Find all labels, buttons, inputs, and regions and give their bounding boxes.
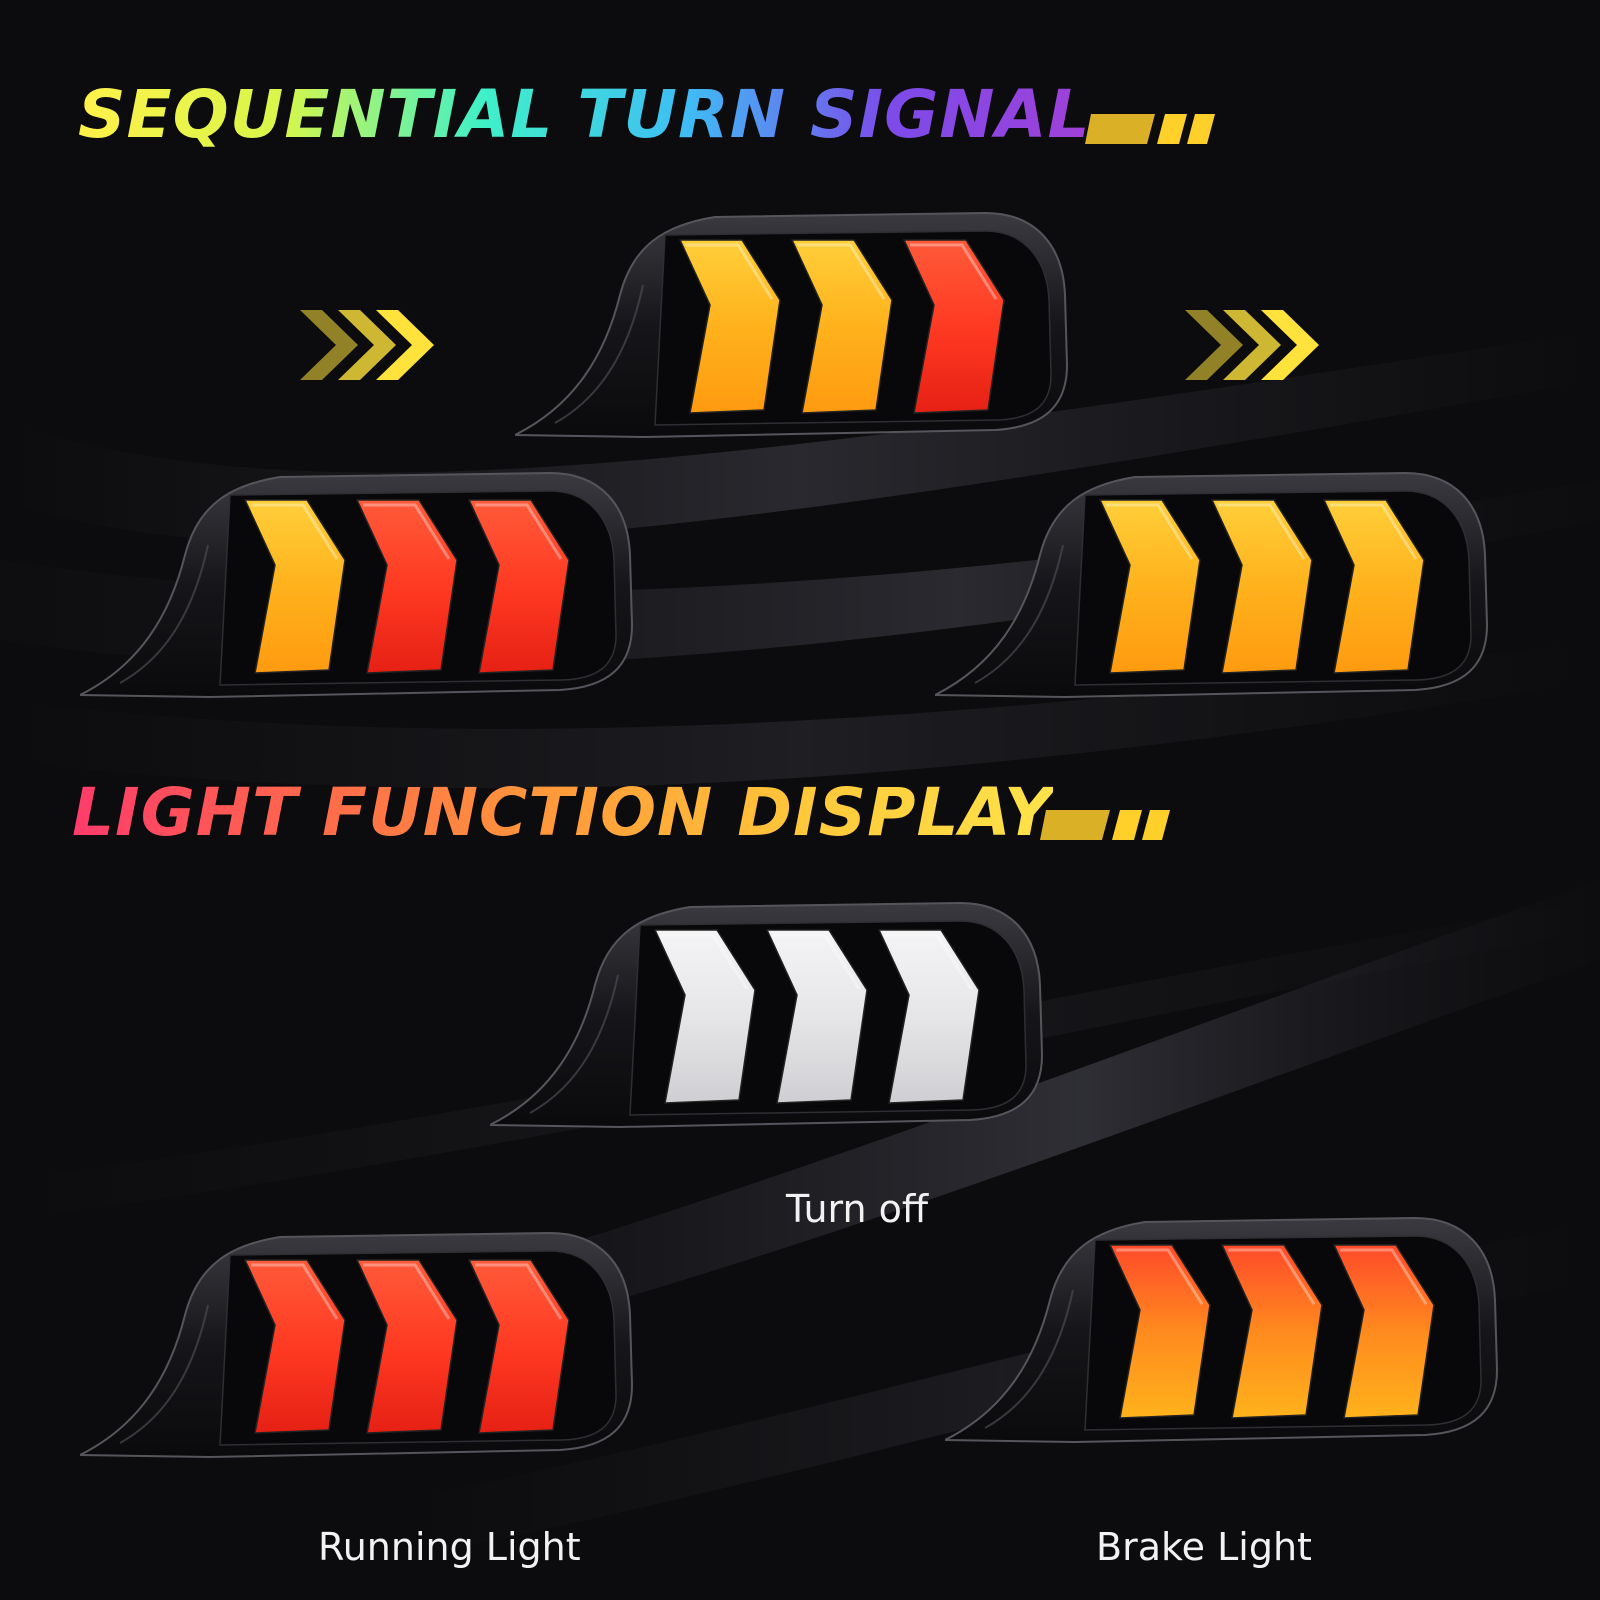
light-segment-1 xyxy=(1108,1244,1211,1419)
caption-running-light: Running Light xyxy=(318,1525,581,1569)
light-segment-1 xyxy=(243,499,346,674)
heading-sequential-turn-signal: SEQUENTIAL TURN SIGNAL xyxy=(78,76,1091,153)
light-segment-2 xyxy=(1220,1244,1323,1419)
light-segment-3 xyxy=(1332,1244,1435,1419)
light-segment-2 xyxy=(355,1259,458,1434)
tail-light-brake xyxy=(945,1216,1499,1444)
light-segment-1 xyxy=(653,929,756,1104)
heading-light-function-display: LIGHT FUNCTION DISPLAY xyxy=(72,774,1053,851)
tail-light-seq-middle xyxy=(515,211,1069,439)
light-segment-2 xyxy=(355,499,458,674)
light-segment-2 xyxy=(1210,499,1313,674)
light-segment-3 xyxy=(877,929,980,1104)
light-segment-3 xyxy=(902,239,1005,414)
light-segment-3 xyxy=(1322,499,1425,674)
tail-light-seq-left xyxy=(80,471,634,699)
caption-brake-light: Brake Light xyxy=(1096,1525,1312,1569)
light-segment-2 xyxy=(790,239,893,414)
light-segment-1 xyxy=(243,1259,346,1434)
tail-light-seq-right xyxy=(935,471,1489,699)
light-segment-1 xyxy=(678,239,781,414)
light-segment-3 xyxy=(467,499,570,674)
light-segment-3 xyxy=(467,1259,570,1434)
tail-light-running xyxy=(80,1231,634,1459)
speed-lines-icon xyxy=(1040,810,1170,840)
speed-lines-icon xyxy=(1085,114,1215,144)
caption-turn-off: Turn off xyxy=(786,1187,929,1231)
triple-chevron-right-icon xyxy=(1185,310,1319,380)
light-segment-1 xyxy=(1098,499,1201,674)
light-segment-2 xyxy=(765,929,868,1104)
triple-chevron-right-icon xyxy=(300,310,434,380)
tail-light-turn-off xyxy=(490,901,1044,1129)
